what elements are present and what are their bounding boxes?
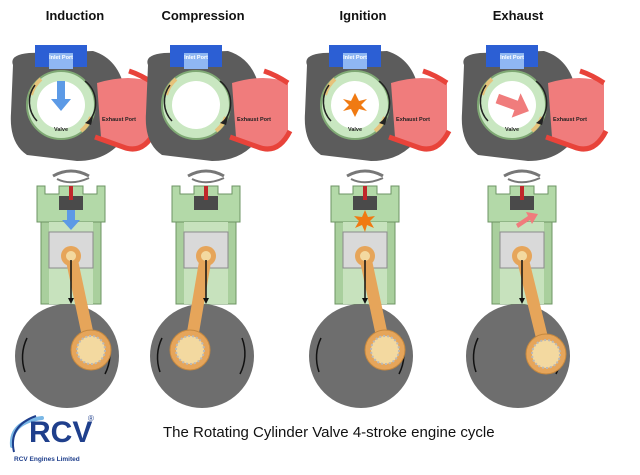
rotation-arrow-icon-2 <box>322 84 332 122</box>
company-name: RCV Engines Limited <box>14 456 80 463</box>
exhaust-duct <box>391 78 447 148</box>
valve-label: Valve <box>54 127 68 133</box>
rotation-arrowhead-icon <box>536 117 544 125</box>
exhaust-duct <box>232 78 288 148</box>
inlet-port-label: Inlet Port <box>343 55 367 61</box>
shaft-rotation-icon <box>503 169 541 178</box>
head-port <box>353 196 377 210</box>
valve-label: Valve <box>505 127 519 133</box>
crank-rotation-arrow-icon <box>315 337 322 373</box>
shaft-rotation-icon <box>52 169 90 178</box>
crank-rotation-arrow-icon <box>21 337 28 373</box>
shaft-rotation-icon-2 <box>191 177 225 184</box>
crank-rotation-arrow-icon <box>156 337 163 373</box>
big-end-bearing <box>76 335 106 365</box>
big-end-bearing <box>175 335 205 365</box>
shaft-rotation-icon <box>187 169 225 178</box>
rotation-arrow-icon <box>378 80 391 122</box>
stroke-direction-arrowhead-icon <box>519 298 525 304</box>
exhaust-duct-top <box>579 68 606 86</box>
small-end-bearing <box>201 251 211 261</box>
inlet-port-opening <box>500 53 524 69</box>
stroke-direction-arrowhead-icon <box>68 298 74 304</box>
shaft-rotation-icon-2 <box>350 177 384 184</box>
rotation-arrow-icon-2 <box>479 84 489 122</box>
right-arrow-icon <box>495 93 529 118</box>
inlet-port-opening <box>49 53 73 69</box>
chamber-spark-icon <box>354 210 375 232</box>
stage-title-compression: Compression <box>161 8 245 23</box>
rotation-arrowhead-icon <box>85 117 93 125</box>
rcv-logo-swoosh-icon <box>9 415 44 453</box>
exhaust-duct-edge <box>388 129 452 152</box>
spark-plug <box>520 186 524 200</box>
rotation-arrow-icon <box>219 80 232 122</box>
spark-icon <box>343 93 367 117</box>
rotation-arrow-icon-2 <box>28 84 38 122</box>
diagram-caption: The Rotating Cylinder Valve 4-stroke eng… <box>163 424 495 441</box>
small-end-bearing <box>517 251 527 261</box>
exhaust-duct-top <box>422 68 449 86</box>
rotation-arrow-icon-2 <box>163 84 173 122</box>
stroke-direction-arrowhead-icon <box>362 298 368 304</box>
exhaust-port-label: Exhaust Port <box>102 117 136 123</box>
spark-plug <box>69 186 73 200</box>
head-port <box>510 196 534 210</box>
stage-title-induction: Induction <box>45 8 105 23</box>
inlet-port-label: Inlet Port <box>49 55 73 61</box>
shaft-rotation-icon-2 <box>507 177 541 184</box>
registered-mark: ® <box>88 414 94 423</box>
rotation-arrow-icon <box>535 80 548 122</box>
rotation-arrowhead-icon <box>220 117 228 125</box>
rcv-logo-text: RCV <box>29 416 93 449</box>
inlet-port-opening <box>184 53 208 69</box>
head-port <box>59 196 83 210</box>
small-end-bearing <box>360 251 370 261</box>
exhaust-duct-edge <box>545 129 609 152</box>
exhaust-duct <box>97 78 153 148</box>
big-end-bearing <box>531 339 561 369</box>
stroke-direction-arrowhead-icon <box>203 298 209 304</box>
valve-chamber <box>172 81 220 129</box>
exhaust-duct <box>548 78 604 148</box>
chamber-right-arrow-icon <box>516 212 538 228</box>
head-port <box>194 196 218 210</box>
big-end-bearing <box>370 335 400 365</box>
stage-title-ignition: Ignition <box>339 8 387 23</box>
spark-plug <box>204 186 208 200</box>
shaft-rotation-icon-2 <box>56 177 90 184</box>
inlet-port-label: Inlet Port <box>184 55 208 61</box>
inlet-port-opening <box>343 53 367 69</box>
exhaust-duct-top <box>263 68 290 86</box>
spark-plug <box>363 186 367 200</box>
exhaust-port-label: Exhaust Port <box>396 117 430 123</box>
shaft-rotation-icon <box>346 169 384 178</box>
exhaust-duct-edge <box>229 129 293 152</box>
valve-label: Valve <box>348 127 362 133</box>
down-arrow-icon <box>51 81 71 111</box>
crank-rotation-arrow-icon-2 <box>239 337 246 375</box>
chamber-down-arrow-icon <box>62 210 80 230</box>
inlet-port-label: Inlet Port <box>500 55 524 61</box>
exhaust-port-label: Exhaust Port <box>553 117 587 123</box>
rotation-arrow-icon <box>84 80 97 122</box>
stage-title-exhaust: Exhaust <box>492 8 544 23</box>
crank-rotation-arrow-icon <box>472 337 479 373</box>
rotation-arrowhead-icon <box>379 117 387 125</box>
exhaust-port-label: Exhaust Port <box>237 117 271 123</box>
small-end-bearing <box>66 251 76 261</box>
